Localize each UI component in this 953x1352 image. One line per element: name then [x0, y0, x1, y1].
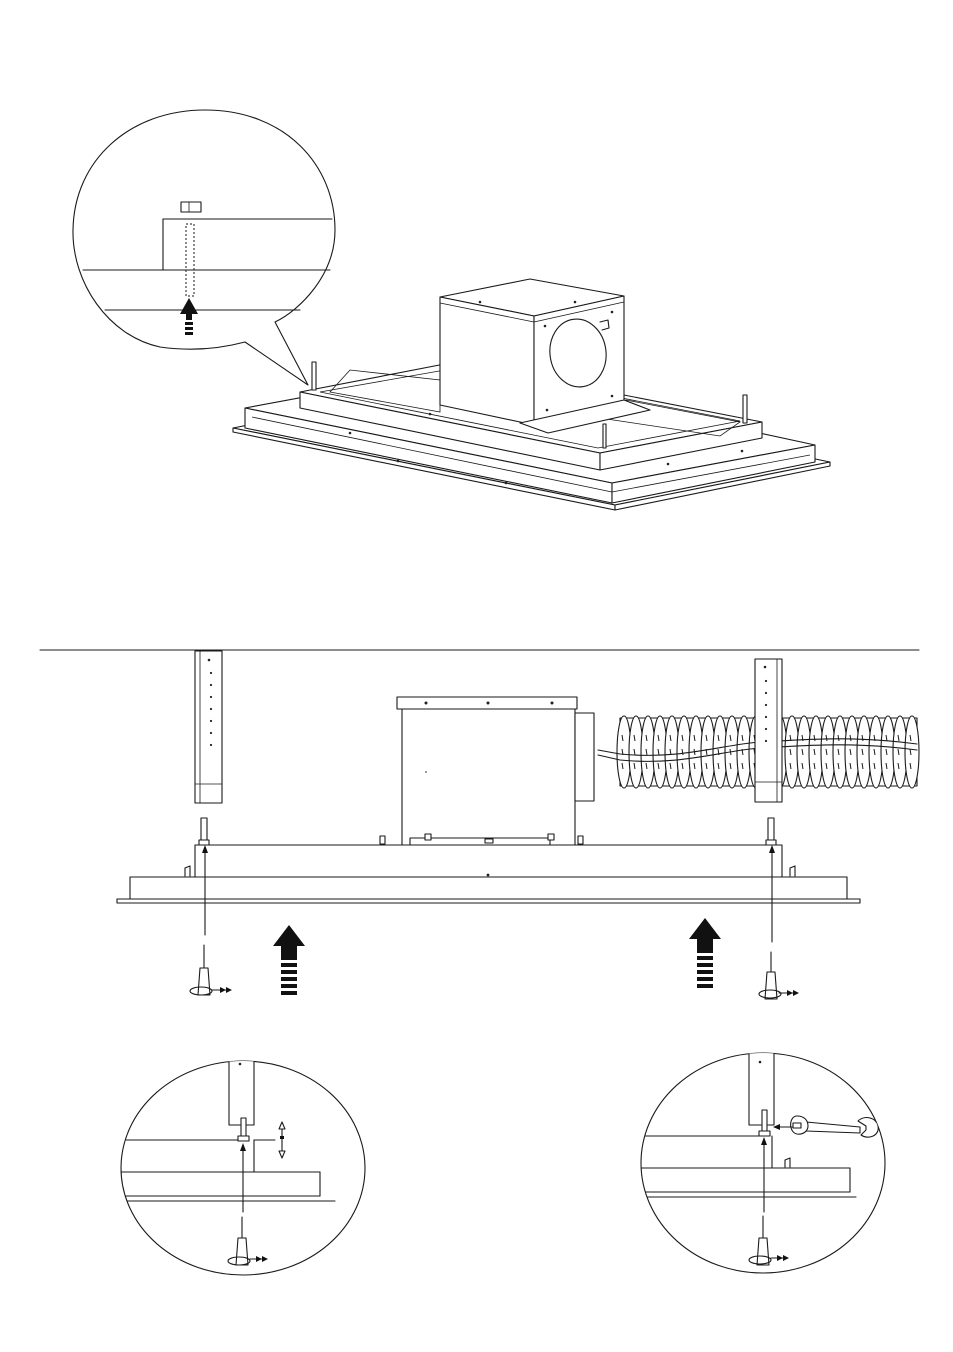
bracket-left: [195, 651, 222, 803]
push-arrow-right: [689, 918, 721, 988]
detail-left: [100, 1058, 365, 1275]
top-illustration: [73, 110, 830, 510]
motor-box: [440, 279, 650, 433]
detail-right: [620, 1050, 885, 1273]
bracket-right: [755, 659, 782, 802]
detail-callout: [73, 110, 335, 385]
duct-coil: [905, 716, 919, 788]
push-arrow-left: [273, 925, 305, 995]
front-elevation: [40, 650, 919, 999]
motor-box-front: [380, 697, 594, 845]
